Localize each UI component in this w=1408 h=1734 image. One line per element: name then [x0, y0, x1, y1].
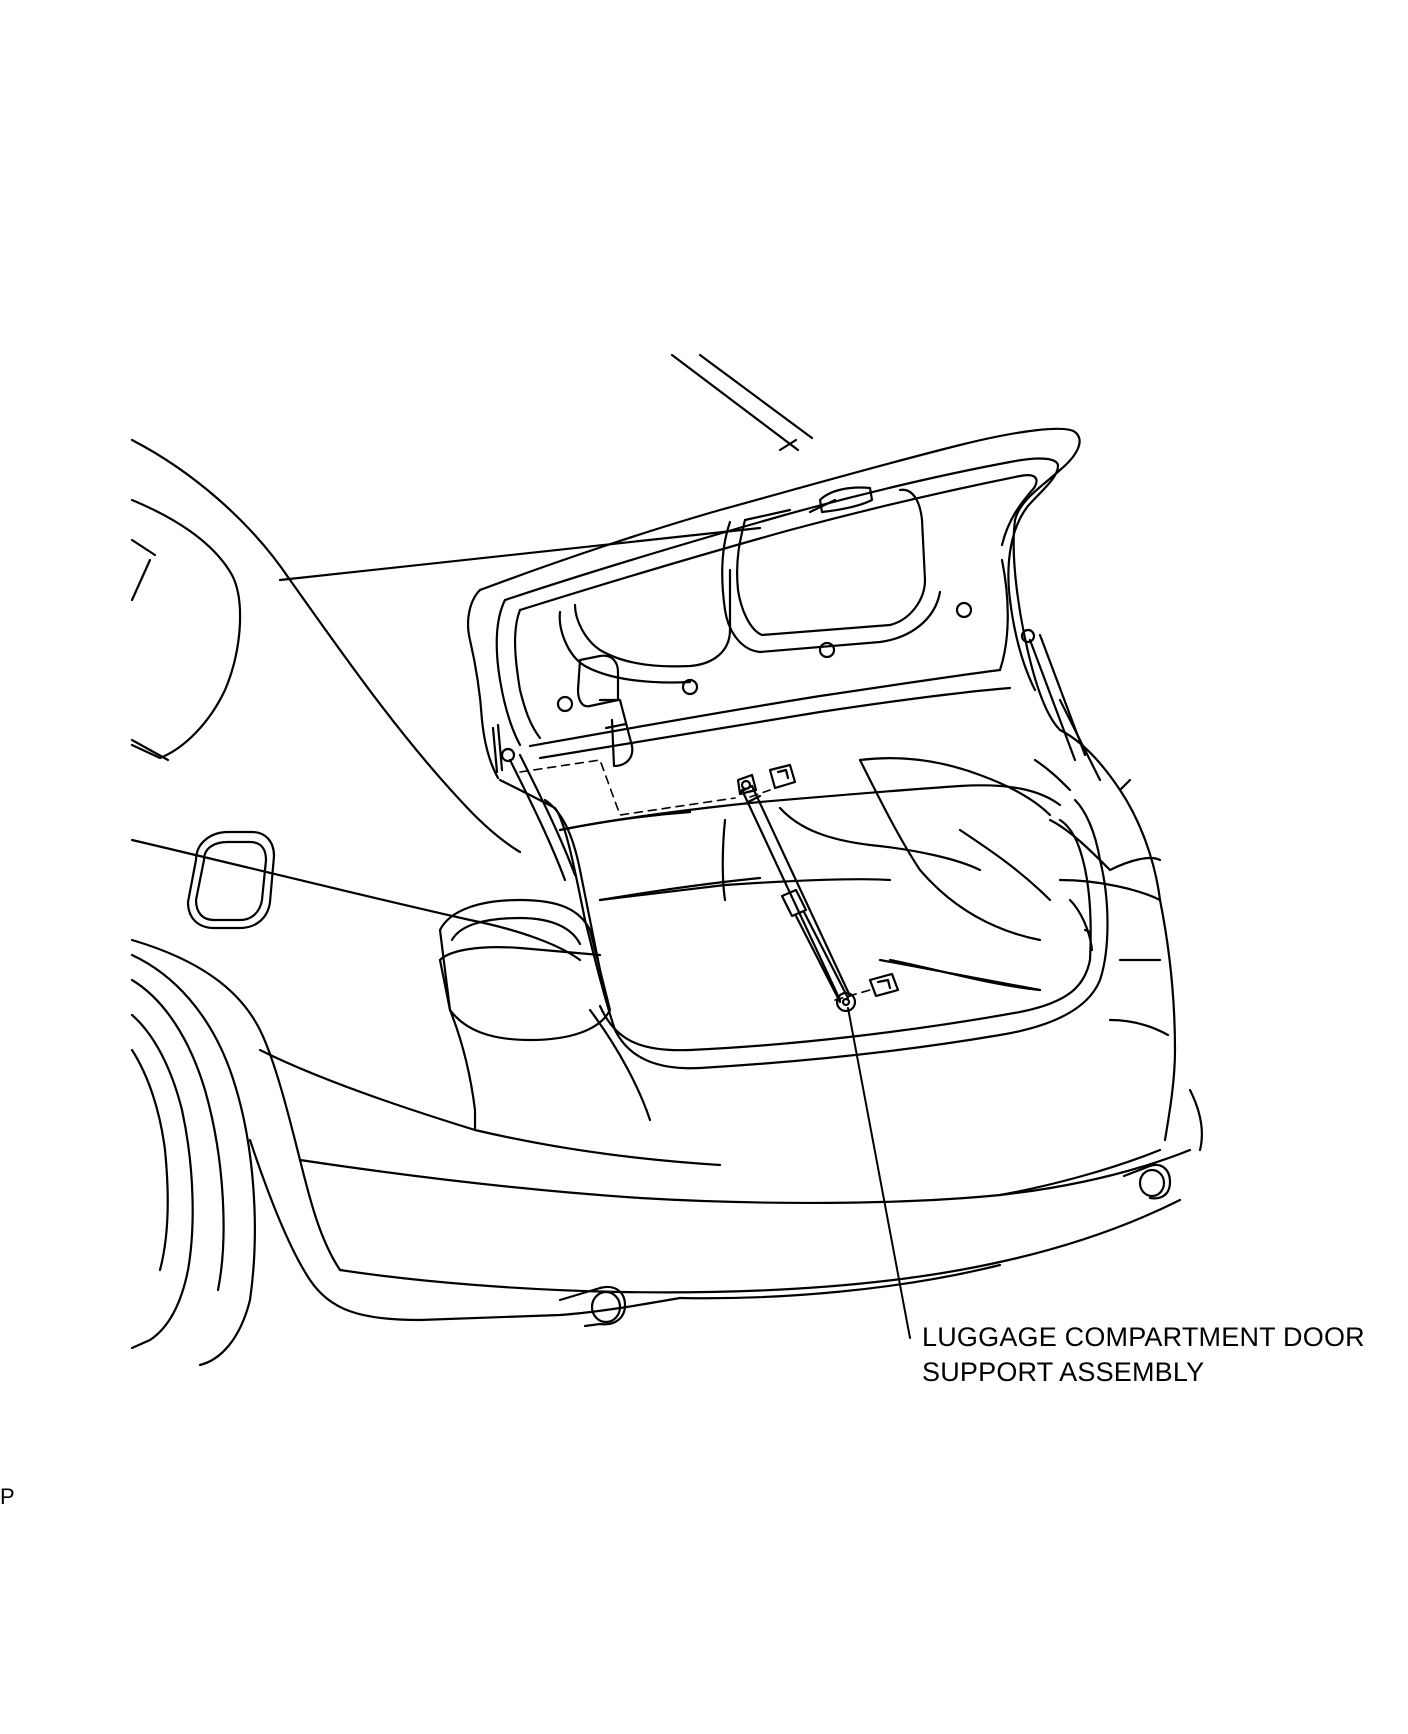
left-strut: [491, 723, 577, 882]
exhaust-tips: [558, 1163, 1172, 1328]
rear-bumper: [248, 1088, 1204, 1322]
lower-bracket: [868, 972, 900, 998]
trunk-opening: [498, 757, 1109, 1070]
tail-lights: [438, 728, 1177, 1142]
support-assembly-label: LUGGAGE COMPARTMENT DOOR SUPPORT ASSEMBL…: [922, 1320, 1392, 1390]
label-line-1: LUGGAGE COMPARTMENT DOOR: [922, 1322, 1365, 1352]
right-strut: [1020, 628, 1102, 782]
support-assembly-strut: [736, 773, 857, 1013]
label-line-2: SUPPORT ASSEMBLY: [922, 1357, 1205, 1387]
rear-wheel: [130, 953, 256, 1367]
corner-mark: P: [0, 1484, 15, 1509]
quarter-panel: [130, 838, 722, 1167]
roof-and-window: [130, 353, 814, 854]
trunk-lid: [466, 427, 1081, 780]
callout-leader: [847, 1007, 911, 1339]
upper-bracket: [768, 763, 797, 790]
fuel-lid: [186, 830, 276, 930]
